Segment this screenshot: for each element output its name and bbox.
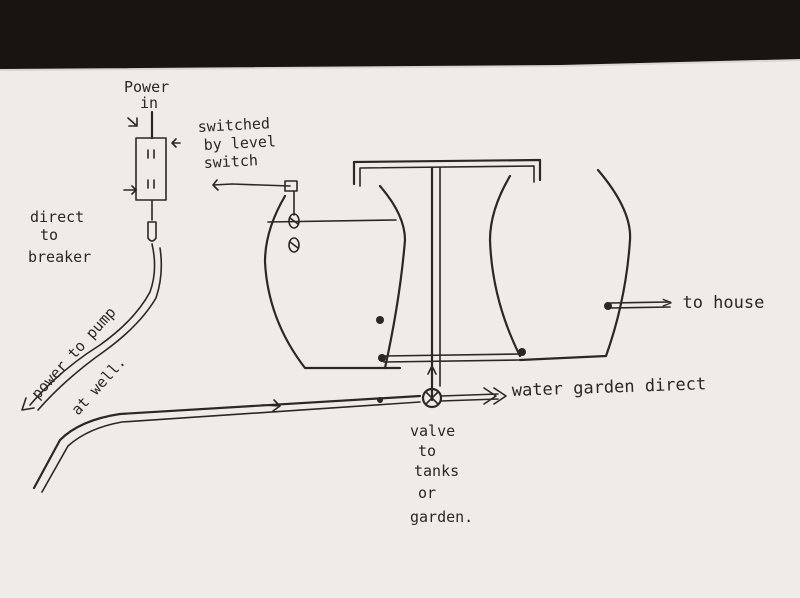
label-valve-to: to: [418, 442, 436, 460]
outlet-box: [21, 110, 181, 411]
label-breaker: breaker: [28, 248, 91, 266]
label-by-level: by level: [203, 132, 276, 154]
tank-left: [263, 184, 407, 370]
paper-sheet: [0, 60, 800, 598]
valve-symbol: [421, 387, 443, 409]
label-switched: switched: [197, 114, 270, 136]
label-direct: direct: [30, 208, 84, 226]
label-or: or: [418, 484, 436, 502]
label-to: to: [40, 226, 58, 244]
water-level-line: [267, 219, 397, 223]
label-garden: garden.: [410, 508, 473, 526]
label-switch: switch: [203, 151, 258, 172]
float-lower: [288, 237, 300, 253]
tank-middle: [383, 174, 526, 363]
label-tanks: tanks: [414, 462, 459, 480]
paper-edge: [0, 59, 800, 71]
top-manifold: [352, 158, 542, 402]
label-in: in: [140, 94, 158, 112]
label-valve: valve: [410, 422, 455, 440]
label-to-house: > to house: [662, 293, 764, 313]
label-power: Power: [124, 78, 169, 96]
supply-pipe: [32, 365, 507, 493]
tank-right: [518, 168, 671, 362]
